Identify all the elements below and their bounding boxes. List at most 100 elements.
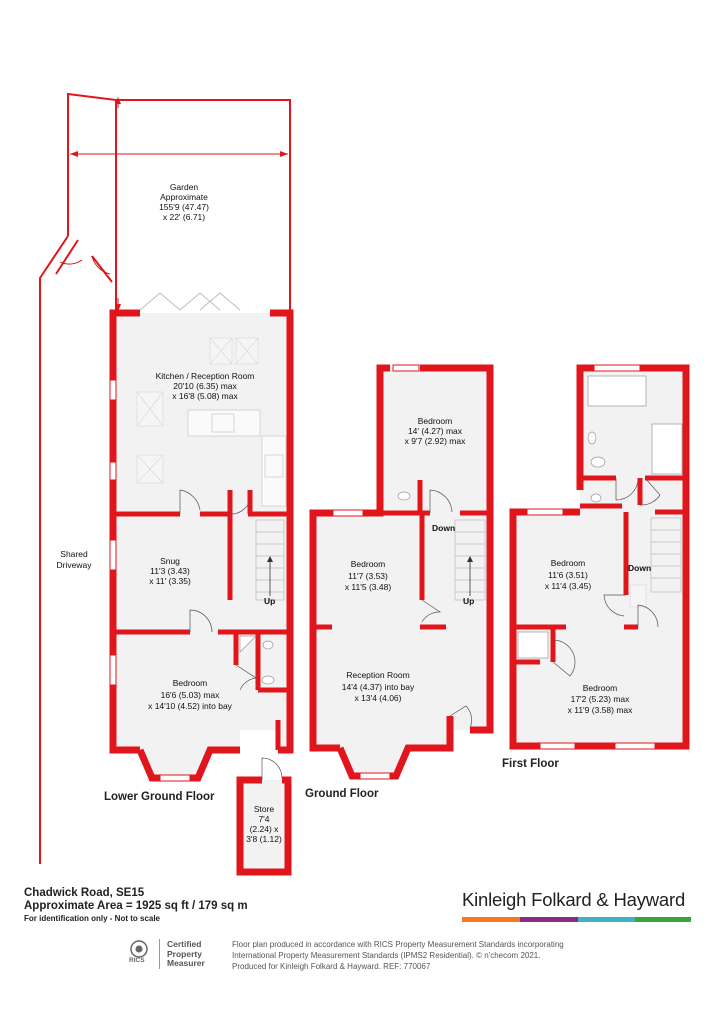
first-floor-label: First Floor — [502, 758, 559, 770]
ff-window-front-2 — [614, 742, 656, 750]
lg-bay-window — [159, 774, 191, 782]
gf-wc-toilet — [397, 491, 411, 501]
gf-wall-bay — [336, 716, 454, 780]
garden-arrow-head-down — [115, 304, 121, 312]
garden-name: Garden — [170, 182, 199, 192]
lg-wc-basin — [262, 640, 274, 650]
gf-wall-rear-right — [420, 364, 494, 734]
gate-right — [91, 255, 113, 283]
ff-stairs-down-label: Down — [628, 563, 651, 573]
store-name: Store — [254, 804, 275, 814]
garden-arrow-head-l — [70, 151, 78, 157]
ff-basin — [587, 431, 597, 445]
brand-bar-orange — [462, 917, 520, 922]
disclaimer: For identification only - Not to scale — [24, 914, 161, 923]
driveway-boundary — [39, 235, 69, 864]
reception-line2: x 13'4 (4.06) — [355, 693, 402, 703]
brand-bar-cyan — [578, 917, 635, 922]
brand-name: Kinleigh Folkard & Hayward — [462, 889, 686, 910]
ground-floor-label: Ground Floor — [305, 788, 379, 800]
ff-bedroom-front-line2: x 11'9 (3.58) max — [568, 705, 634, 715]
store-fill — [240, 780, 286, 872]
store-line1: 7'4 — [258, 814, 269, 824]
ff-bedroom-mid-line2: x 11'4 (3.45) — [545, 581, 592, 591]
gf-bedroom-rear-line2: x 9'7 (2.92) max — [405, 436, 466, 446]
ff-wall-right — [640, 364, 690, 750]
lg-wc-shower — [239, 635, 257, 653]
ff-door-1 — [615, 478, 639, 501]
lower-ground-floor-label: Lower Ground Floor — [104, 791, 215, 803]
sink — [264, 454, 284, 478]
garden-line1: Approximate — [160, 192, 208, 202]
lg-wall-bay — [136, 746, 240, 782]
kitchen-line1: 20'10 (6.35) max — [173, 381, 237, 391]
ff-bedroom-front-name: Bedroom — [583, 683, 618, 693]
lg-door-5 — [261, 757, 283, 780]
garden-arrow-head-r — [280, 151, 288, 157]
rics-divider — [159, 939, 160, 969]
kitchen-line2: x 16'8 (5.08) max — [172, 391, 238, 401]
ground-floor-fill — [313, 368, 490, 776]
ff-door-3 — [637, 604, 659, 628]
gf-stairs-up-label: Up — [463, 596, 474, 606]
lg-wall-outer — [109, 309, 140, 754]
address: Chadwick Road, SE15 — [24, 887, 145, 899]
garden-boundary-right — [116, 99, 291, 310]
first-floor-plan: Down Bedroom 11'6 (3.51) x 11'4 (3.45) B… — [502, 364, 690, 770]
ff-skylight — [629, 584, 647, 608]
ff-window-front-1 — [539, 742, 576, 750]
gf-door-2 — [421, 599, 442, 623]
ff-wc-toilet — [590, 493, 602, 503]
lg-door-1 — [179, 489, 201, 514]
skylights — [136, 337, 259, 484]
ground-walls — [309, 364, 494, 780]
ff-toilet — [590, 456, 606, 468]
lg-bedroom-line2: x 14'10 (4.52) into bay — [148, 701, 233, 711]
garden-gate-line — [55, 239, 79, 275]
gf-doors — [421, 489, 472, 729]
driveway-line1: Shared — [60, 549, 88, 559]
lg-stair-box — [255, 519, 285, 601]
gf-window-rear — [392, 364, 420, 372]
rics-logo-text: RICS — [129, 957, 145, 964]
lg-window-side2 — [109, 461, 117, 481]
gf-stairs-down-label: Down — [432, 523, 455, 533]
lg-doors — [179, 489, 283, 780]
first-floor-fill — [513, 368, 686, 746]
bifold-doors — [139, 292, 221, 311]
gf-bedroom-mid-line2: x 11'5 (3.48) — [345, 582, 392, 592]
lg-wc-toilet — [261, 675, 275, 685]
kitchen-name: Kitchen / Reception Room — [156, 371, 255, 381]
lg-stairs-up-label: Up — [264, 596, 275, 606]
lg-door-3 — [189, 609, 213, 633]
ff-doors — [552, 477, 661, 677]
rics-line2: Property — [167, 948, 202, 959]
lg-wall-top-right — [270, 309, 294, 754]
gf-door-1 — [429, 489, 453, 513]
ff-window-rear — [593, 364, 641, 372]
ff-staircase — [650, 517, 682, 593]
gf-window-mid — [332, 509, 364, 517]
reception-name: Reception Room — [346, 670, 409, 680]
ff-bath — [587, 375, 647, 407]
garden-arrow-head-up — [115, 97, 121, 104]
lower-ground-floor-plan: Up Garden Approximate 155'9 (47.47) x 22… — [39, 92, 294, 876]
gate-right-swing — [91, 255, 111, 275]
kitchen-units — [187, 409, 287, 507]
ff-door-4 — [552, 639, 576, 677]
garden-boundary — [67, 92, 117, 310]
lower-ground-walls — [109, 309, 294, 782]
lg-bedroom-name: Bedroom — [173, 678, 208, 688]
ff-shower — [651, 423, 683, 475]
ground-floor-plan: Up Down Bedroom 14' (4.27) max x 9'7 (2.… — [305, 364, 494, 800]
hob — [211, 413, 235, 433]
ff-bedroom-front-line1: 17'2 (5.23) max — [571, 694, 631, 704]
ff-ensuite-shower — [517, 631, 549, 659]
ff-wall-outer-left — [576, 364, 594, 490]
snug-name: Snug — [160, 556, 180, 566]
lower-ground-internal-walls — [113, 490, 290, 750]
ff-door-2 — [603, 594, 626, 617]
snug-line2: x 11' (3.35) — [149, 576, 191, 586]
note-line3: Produced for Kinleigh Folkard & Hayward.… — [232, 962, 431, 971]
